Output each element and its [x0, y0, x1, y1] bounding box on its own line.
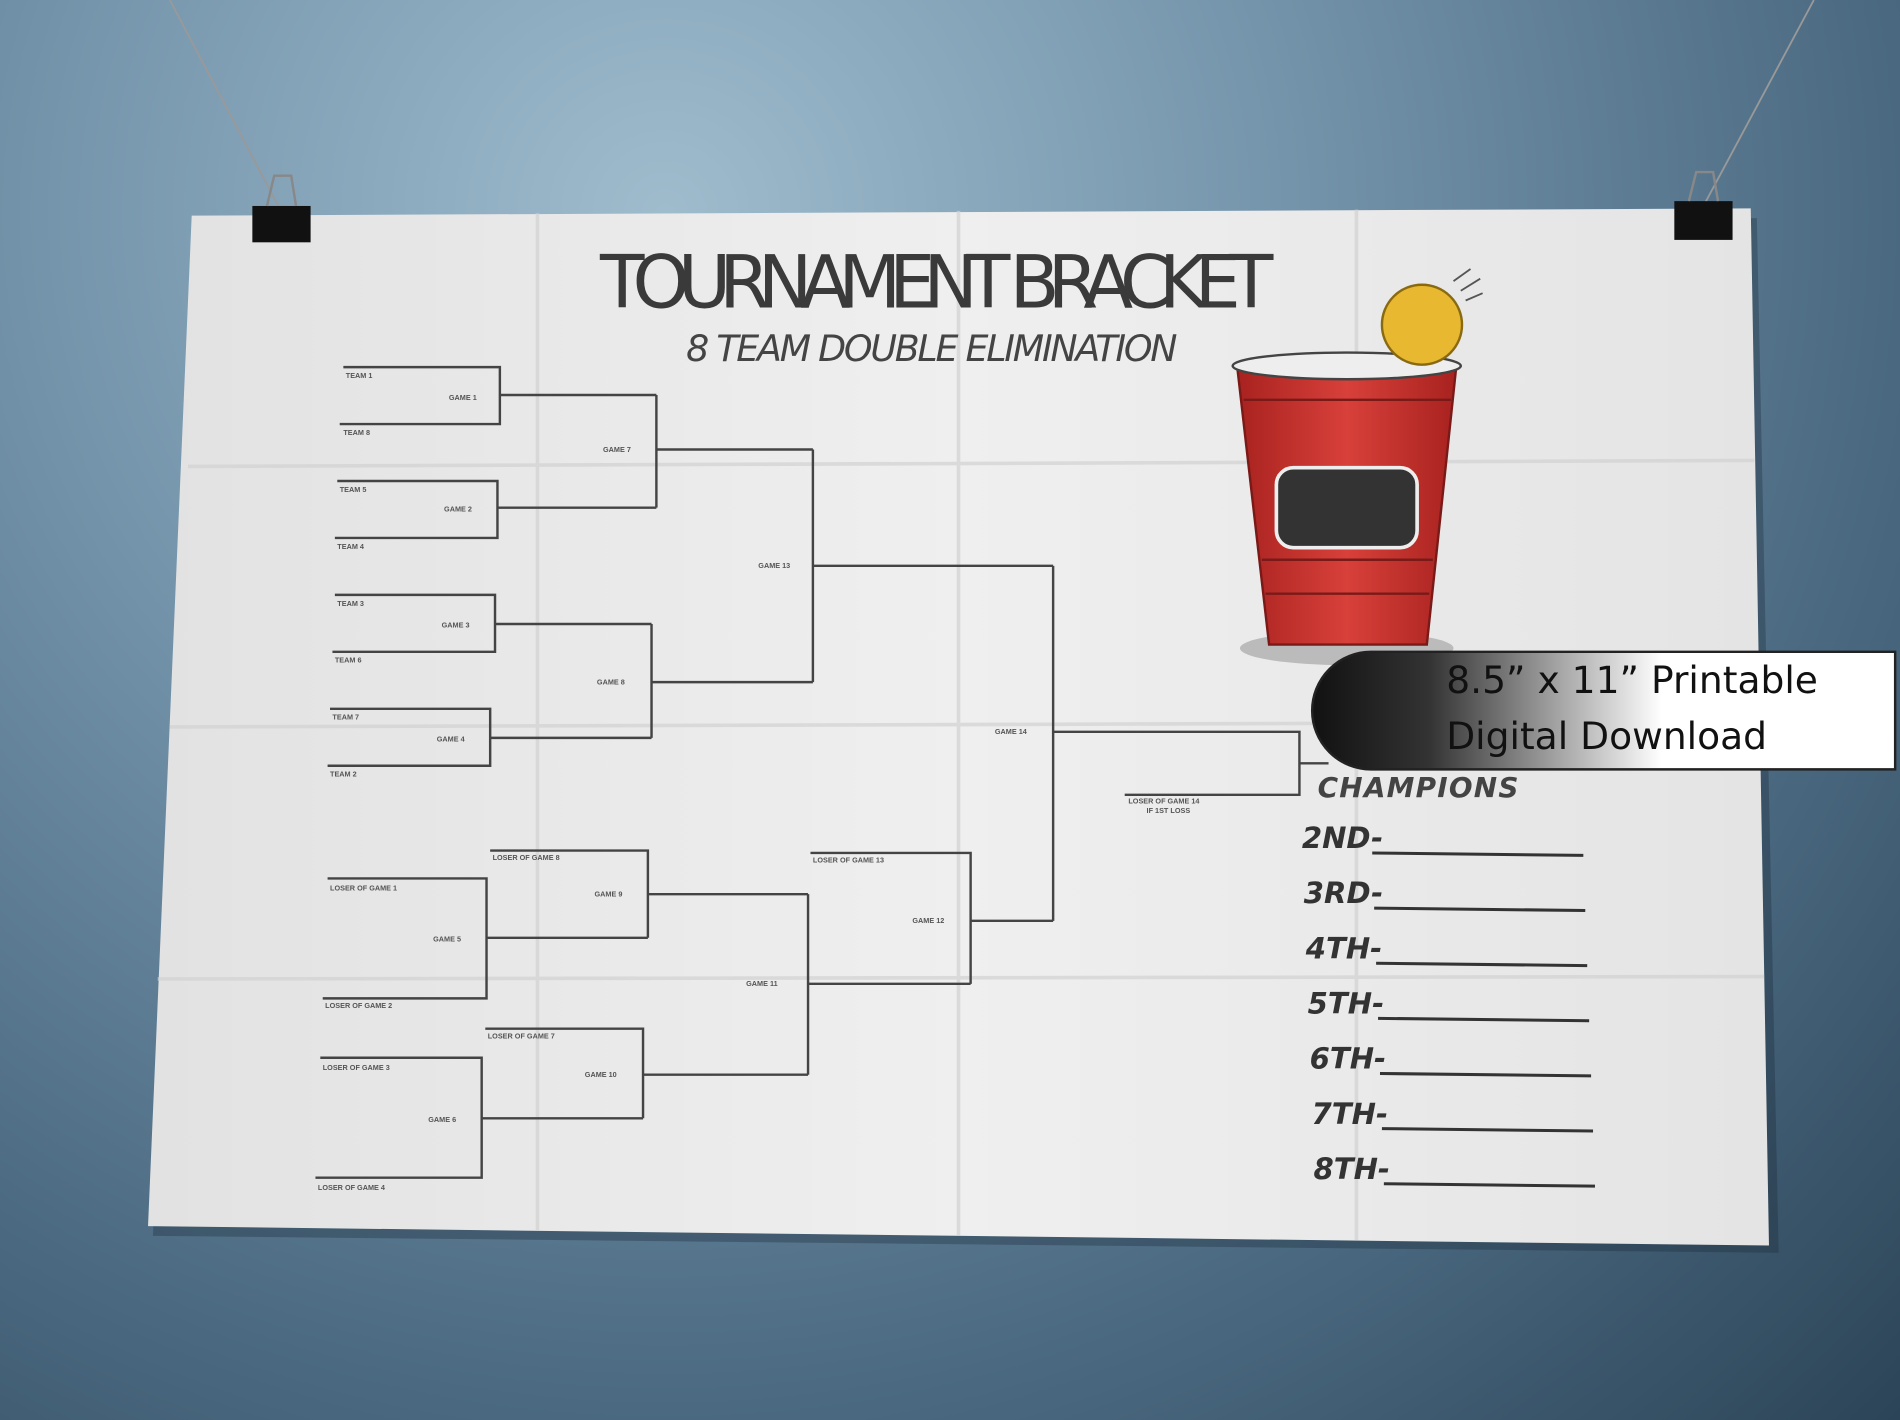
hanging-string — [169, 0, 283, 213]
red-cup-icon — [1231, 351, 1463, 646]
place-label: 8TH- — [1313, 1152, 1390, 1186]
champions-label: CHAMPIONS — [1318, 771, 1520, 804]
bracket-label: GAME 14 — [995, 727, 1027, 736]
bracket-label: LOSER OF GAME 3 — [323, 1063, 390, 1072]
binder-clip-icon — [252, 174, 311, 243]
bracket-label: TEAM 1 — [346, 371, 373, 380]
place-blank-line — [1383, 1182, 1595, 1188]
bracket-label: LOSER OF GAME 7 — [488, 1031, 555, 1040]
bracket-label: GAME 4 — [437, 735, 465, 744]
place-label: 7TH- — [1312, 1097, 1389, 1131]
bracket-label: TEAM 3 — [337, 599, 364, 608]
place-label: 4TH- — [1305, 931, 1383, 965]
bracket-label: IF 1ST LOSS — [1147, 806, 1191, 815]
bracket-label: GAME 7 — [603, 445, 631, 454]
bracket-label: TEAM 6 — [335, 656, 362, 665]
bracket-label: GAME 5 — [433, 934, 461, 943]
bracket-label: TEAM 5 — [340, 485, 367, 494]
bracket-label: GAME 12 — [912, 916, 944, 925]
hanging-string — [1702, 0, 1815, 207]
bracket-lines-winners — [327, 365, 1329, 921]
ping-pong-ball-icon — [1380, 268, 1483, 366]
place-label: 3RD- — [1304, 876, 1383, 910]
place-label: 5TH- — [1308, 987, 1385, 1021]
bracket-label: GAME 10 — [585, 1070, 617, 1079]
bracket-label: GAME 6 — [428, 1115, 456, 1124]
bracket-label: LOSER OF GAME 13 — [813, 856, 884, 865]
bracket-label: LOSER OF GAME 4 — [318, 1183, 385, 1192]
bracket-label: GAME 3 — [442, 621, 470, 630]
place-label: 6TH- — [1310, 1042, 1387, 1076]
poster-subtitle: 8 TEAM DOUBLE ELIMINATION — [686, 327, 1177, 370]
bracket-lines-losers — [315, 849, 1054, 1179]
bracket-label: TEAM 2 — [330, 770, 357, 779]
bracket-label: LOSER OF GAME 1 — [330, 884, 397, 893]
place-blank-line — [1372, 851, 1584, 857]
bracket-label: GAME 11 — [746, 979, 778, 988]
place-blank-line — [1379, 1071, 1592, 1078]
place-blank-line — [1374, 906, 1586, 913]
bracket-label: LOSER OF GAME 8 — [493, 853, 560, 862]
place-blank-line — [1376, 961, 1588, 968]
bracket-label: TEAM 4 — [337, 542, 364, 551]
bracket-label: LOSER OF GAME 14 — [1128, 796, 1199, 805]
poster-title: TOURNAMENT BRACKET — [599, 241, 1274, 326]
badge-line-2: Digital Download — [1446, 714, 1767, 758]
bracket-label: TEAM 7 — [332, 713, 359, 722]
printable-badge: 8.5” x 11” Printable Digital Download — [1311, 650, 1897, 771]
place-blank-line — [1381, 1127, 1594, 1133]
bracket-label: GAME 2 — [444, 504, 472, 513]
bracket-label: GAME 8 — [597, 678, 625, 687]
bracket-label: LOSER OF GAME 2 — [325, 1001, 392, 1010]
place-label: 2ND- — [1302, 821, 1383, 855]
binder-clip-icon — [1674, 170, 1733, 240]
bracket-label: GAME 9 — [595, 890, 623, 899]
bracket-label: GAME 1 — [449, 393, 477, 402]
badge-line-1: 8.5” x 11” Printable — [1446, 658, 1818, 702]
bracket-label: TEAM 8 — [343, 428, 370, 437]
place-blank-line — [1378, 1016, 1590, 1023]
bracket-label: GAME 13 — [758, 561, 790, 570]
